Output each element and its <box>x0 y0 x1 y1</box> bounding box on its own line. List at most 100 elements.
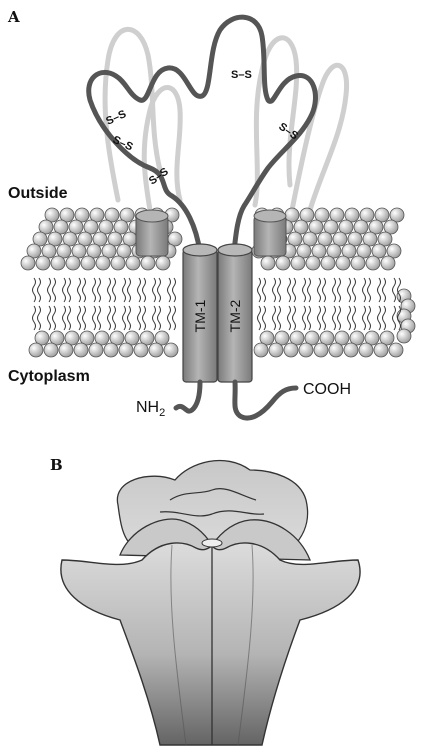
lipid-head <box>134 343 148 357</box>
panel-a-label: A <box>7 8 20 26</box>
lipid-tail <box>123 278 126 302</box>
lipid-tail <box>38 278 41 302</box>
lipid-head <box>321 256 335 270</box>
lipid-tail <box>33 306 36 330</box>
lipid-head <box>126 256 140 270</box>
lipid-head <box>89 343 103 357</box>
lipid-tail <box>93 278 96 302</box>
lipid-head <box>156 256 170 270</box>
lipid-head <box>59 343 73 357</box>
lipid-head <box>261 256 275 270</box>
lipid-tail <box>393 278 396 302</box>
lipid-tail <box>78 306 81 330</box>
lipid-tail <box>308 278 311 302</box>
lipid-tail <box>338 306 341 330</box>
lipid-tail <box>123 306 126 330</box>
lipid-tail <box>78 278 81 302</box>
lipid-tail <box>138 306 141 330</box>
lipid-tail <box>83 306 86 330</box>
tm1-label: TM-1 <box>192 299 208 332</box>
lipid-head <box>96 256 110 270</box>
lipid-tail <box>153 306 156 330</box>
lipid-head <box>81 256 95 270</box>
lipid-head <box>254 343 268 357</box>
lipid-head <box>397 329 411 343</box>
lipid-tail <box>98 278 101 302</box>
lipid-head <box>276 256 290 270</box>
lipid-head <box>389 343 403 357</box>
lipid-head <box>329 343 343 357</box>
lipid-tail <box>263 306 266 330</box>
lipid-tail <box>303 306 306 330</box>
lipid-head <box>74 343 88 357</box>
lipid-tail <box>68 278 71 302</box>
lipid-head <box>104 343 118 357</box>
lipid-head <box>149 343 163 357</box>
lipid-tail <box>333 278 336 302</box>
lipid-tail <box>168 306 171 330</box>
tm2-helix: TM-2 <box>218 244 252 382</box>
lipid-tail <box>348 306 351 330</box>
lipid-tail <box>378 278 381 302</box>
lipid-head <box>269 343 283 357</box>
lipid-tail <box>308 306 311 330</box>
lipid-tail <box>333 306 336 330</box>
lipid-tail <box>48 306 51 330</box>
lipid-tail <box>158 306 161 330</box>
lipid-tail <box>353 278 356 302</box>
lipid-tail <box>338 278 341 302</box>
lipid-tail <box>53 278 56 302</box>
lipid-tail <box>68 306 71 330</box>
lipid-head <box>366 256 380 270</box>
lipid-tail <box>173 306 176 330</box>
lipid-head <box>351 256 365 270</box>
trimer-body <box>61 543 360 745</box>
lipid-tail <box>258 306 261 330</box>
lipid-tail <box>363 278 366 302</box>
lipid-head <box>336 256 350 270</box>
lipid-tail <box>173 278 176 302</box>
lipid-tail <box>323 306 326 330</box>
lipid-tail <box>263 278 266 302</box>
lipid-tail <box>113 306 116 330</box>
lipid-head <box>291 256 305 270</box>
lipid-tail <box>138 278 141 302</box>
lipid-head <box>141 256 155 270</box>
lipid-tail <box>48 278 51 302</box>
lipid-tail <box>348 278 351 302</box>
lipid-head <box>381 256 395 270</box>
lipid-head <box>374 343 388 357</box>
lipid-head <box>164 343 178 357</box>
lipid-tail <box>143 278 146 302</box>
lipid-tail <box>288 278 291 302</box>
lipid-tail <box>108 278 111 302</box>
lipid-tail <box>258 278 261 302</box>
c-terminus-label: COOH <box>303 381 351 398</box>
panel-b: B <box>50 456 360 745</box>
lipid-head <box>36 256 50 270</box>
lipid-tail <box>98 306 101 330</box>
tm2-label: TM-2 <box>227 299 243 332</box>
lipid-head <box>306 256 320 270</box>
lipid-tail <box>168 278 171 302</box>
lipid-tail <box>53 306 56 330</box>
lipid-head <box>314 343 328 357</box>
lipid-head <box>21 256 35 270</box>
tm1-helix: TM-1 <box>183 244 217 382</box>
n-terminus-chain <box>176 382 200 411</box>
lipid-tail <box>293 278 296 302</box>
lipid-head <box>51 256 65 270</box>
lipid-tail <box>83 278 86 302</box>
lipid-tail <box>273 306 276 330</box>
lipid-tail <box>293 306 296 330</box>
c-terminus-chain <box>235 382 296 418</box>
lipid-tail <box>108 306 111 330</box>
lipid-tail <box>128 278 131 302</box>
cytoplasm-label: Cytoplasm <box>8 368 90 385</box>
panel-b-label: B <box>50 456 63 474</box>
lipid-tail <box>278 306 281 330</box>
lipid-head <box>44 343 58 357</box>
lipid-tail <box>143 306 146 330</box>
lipid-head <box>29 343 43 357</box>
lipid-tail <box>303 278 306 302</box>
